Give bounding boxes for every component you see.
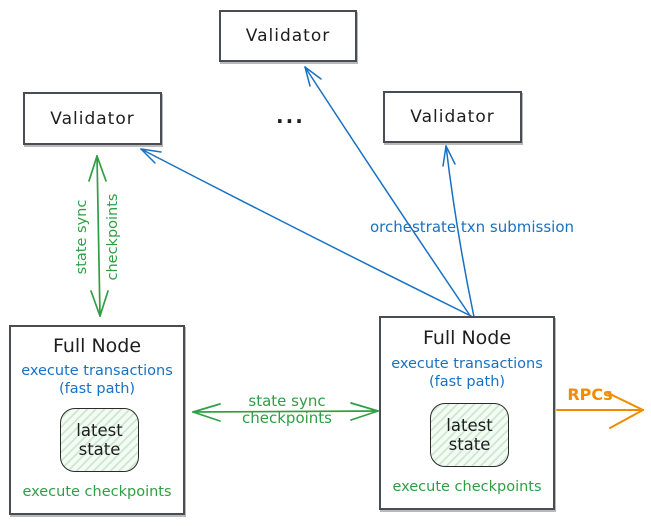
full-node-left-fast-path: (fast path) [58,381,136,397]
full-node-left-title: Full Node [52,335,142,357]
full-node-left-latest-state-box: latest state [60,408,139,472]
validator-box-right: Validator [383,91,522,143]
validator-right-label: Validator [410,107,495,127]
edge-orchestrate-to-right-validator [442,145,475,318]
edge-state-sync-vertical-arrow [88,155,109,317]
full-node-right-exec-transactions: execute transactions [391,356,543,372]
state-sync-horizontal-label: state sync checkpoints [214,393,360,427]
full-node-right-latest-state-box: latest state [430,403,509,467]
edge-orchestrate-to-left-validator [140,148,474,318]
full-node-right-execute-checkpoints: execute checkpoints [392,479,542,495]
full-node-box-right: Full Node execute transactions (fast pat… [379,316,555,510]
latest-state-line2: state [78,440,121,459]
validator-box-top: Validator [219,10,357,62]
edge-rpcs-arrow [556,392,644,429]
full-node-right-title: Full Node [422,327,512,349]
edge-state-sync-horizontal-arrow [192,402,379,422]
state-sync-vertical-label-line1: state sync [74,199,90,275]
state-sync-vertical-label-line2: checkpoints [105,193,121,281]
more-validators-ellipsis: ... [276,104,305,128]
state-sync-horizontal-label-line2: checkpoints [242,409,332,427]
validator-top-label: Validator [245,26,331,46]
full-node-left-execute-checkpoints: execute checkpoints [22,484,172,500]
latest-state-line1: latest [76,421,123,440]
full-node-right-fast-path: (fast path) [428,374,506,390]
edge-orchestrate-to-top-validator [304,66,472,318]
full-node-box-left: Full Node execute transactions (fast pat… [9,325,185,515]
orchestrate-txn-submission-label: orchestrate txn submission [369,218,575,236]
full-node-left-exec-transactions: execute transactions [21,363,173,379]
state-sync-horizontal-label-line1: state sync [248,392,326,410]
validator-box-left: Validator [23,92,162,145]
latest-state-line1: latest [446,416,493,435]
latest-state-line2: state [448,435,491,454]
rpcs-label: RPCs [567,385,613,404]
validator-left-label: Validator [50,108,135,129]
